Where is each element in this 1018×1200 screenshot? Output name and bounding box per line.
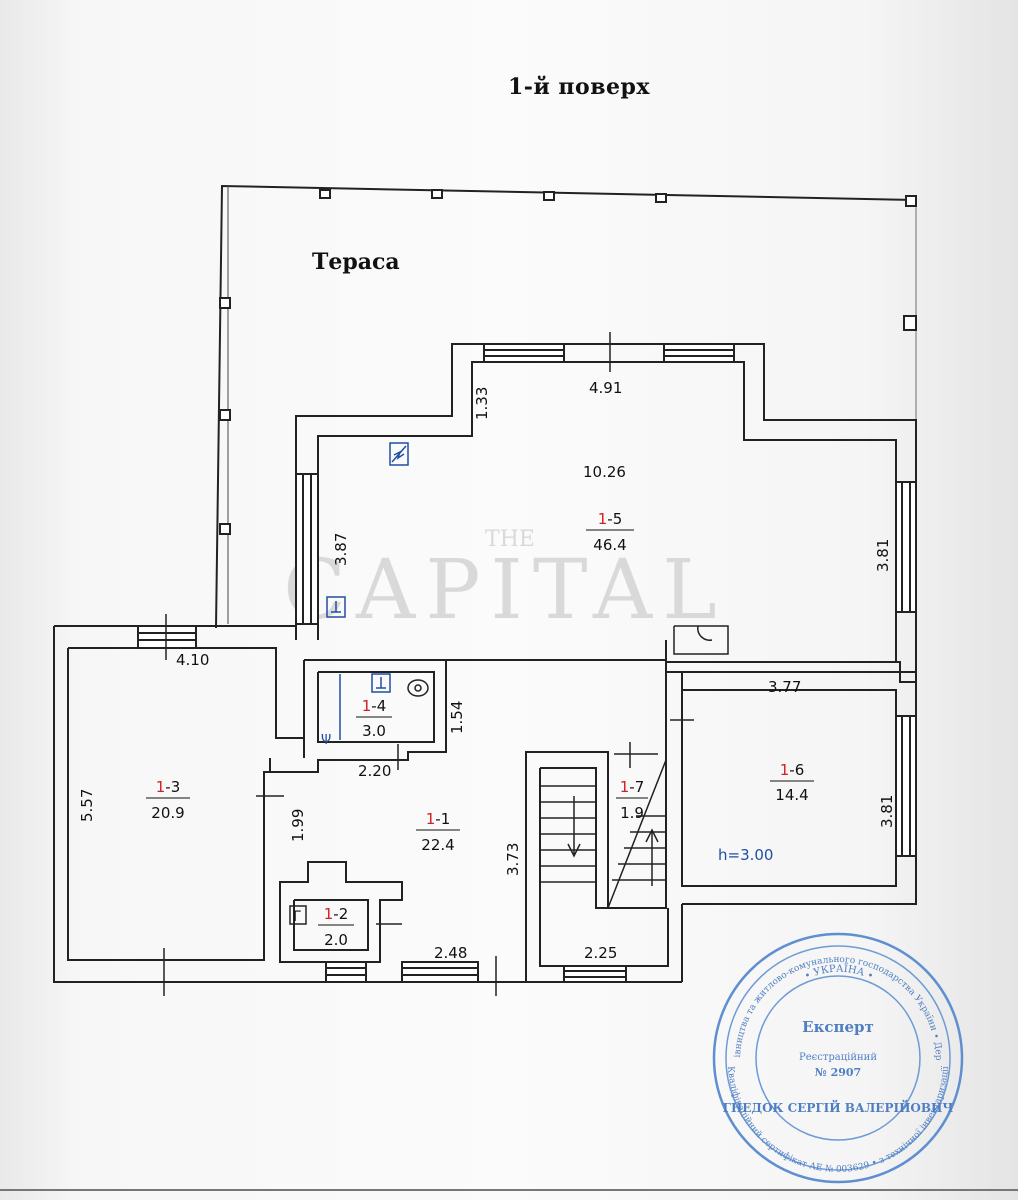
stamp-role: Експерт — [802, 1018, 874, 1036]
dimension-ticks — [163, 332, 694, 996]
dim-2-20: 2.20 — [358, 762, 391, 780]
boiler-icon — [371, 673, 391, 693]
shaft-marker: Г — [293, 909, 302, 925]
dim-4-10: 4.10 — [176, 651, 209, 669]
terrace-outline — [215, 184, 917, 629]
room-1-2-id: 1-2 — [324, 905, 349, 923]
room-1-4-id: 1-4 — [362, 697, 387, 715]
room-1-5-id: 1-5 — [598, 510, 623, 528]
room-1-2-area: 2.0 — [324, 931, 348, 949]
svg-text:Міністерство регіонального роз: Міністерство регіонального розвитку, буд… — [0, 0, 943, 1061]
shaft-box — [289, 905, 307, 925]
room-1-7: 1-7 1.9 — [616, 778, 648, 822]
dim-3-81-right: 3.81 — [878, 795, 896, 828]
dim-1-33: 1.33 — [473, 387, 491, 420]
bottom-border — [0, 1189, 1018, 1191]
room-1-4-area: 3.0 — [362, 722, 386, 740]
dim-5-57: 5.57 — [78, 789, 96, 822]
water-icon: Ψ — [321, 733, 331, 748]
room-1-6-area: 14.4 — [775, 786, 808, 804]
room-1-3: 1-3 20.9 — [146, 778, 190, 822]
dim-2-48: 2.48 — [434, 944, 467, 962]
room-1-1: 1-1 22.4 — [416, 810, 460, 854]
room-1-5: 1-5 46.4 — [586, 510, 634, 554]
dim-1-54: 1.54 — [448, 701, 466, 734]
dim-10-26: 10.26 — [583, 463, 626, 481]
dim-4-91: 4.91 — [589, 379, 622, 397]
room-1-7-area: 1.9 — [620, 804, 644, 822]
watermark-small: THE — [485, 527, 535, 552]
dim-3-81-top: 3.81 — [874, 539, 892, 572]
room-1-1-area: 22.4 — [421, 836, 454, 854]
heater-icon — [326, 596, 346, 618]
room-1-1-id: 1-1 — [426, 810, 451, 828]
stamp-top-arc: Міністерство регіонального розвитку, буд… — [0, 0, 943, 1061]
room-1-6: 1-6 14.4 — [770, 761, 814, 804]
watermark-large: CAPITAL — [283, 543, 726, 638]
stamp-reg-number: № 2907 — [815, 1066, 861, 1079]
floor-title: 1-й поверх — [508, 74, 650, 100]
dim-3-77: 3.77 — [768, 678, 801, 696]
dim-1-99: 1.99 — [289, 809, 307, 842]
room-1-5-area: 46.4 — [593, 536, 626, 554]
room-1-4: 1-4 3.0 — [356, 697, 392, 740]
fixtures: Ψ — [321, 442, 409, 748]
ceiling-height: h=3.00 — [718, 846, 773, 864]
dimension-labels: 4.91 1.33 10.26 3.87 3.81 4.10 1.54 3.77… — [78, 379, 896, 962]
dim-3-87: 3.87 — [332, 533, 350, 566]
stairs — [540, 625, 729, 909]
room-1-2: 1-2 2.0 — [318, 905, 354, 949]
building-walls — [53, 343, 917, 983]
toilet-icon — [407, 679, 429, 697]
electrical-panel-icon — [389, 442, 409, 466]
terrace-label: Тераса — [312, 249, 400, 275]
room-1-7-id: 1-7 — [620, 778, 645, 796]
dim-2-25: 2.25 — [584, 944, 617, 962]
room-1-6-id: 1-6 — [780, 761, 805, 779]
watermark: THE CAPITAL — [283, 527, 726, 638]
stamp-reg-label: Реєстраційний — [799, 1052, 877, 1063]
dim-3-73: 3.73 — [504, 843, 522, 876]
room-1-3-id: 1-3 — [156, 778, 181, 796]
stamp-name: ГНЕДОК СЕРГІЙ ВАЛЕРІЙОВИЧ — [723, 1099, 954, 1115]
room-1-3-area: 20.9 — [151, 804, 184, 822]
